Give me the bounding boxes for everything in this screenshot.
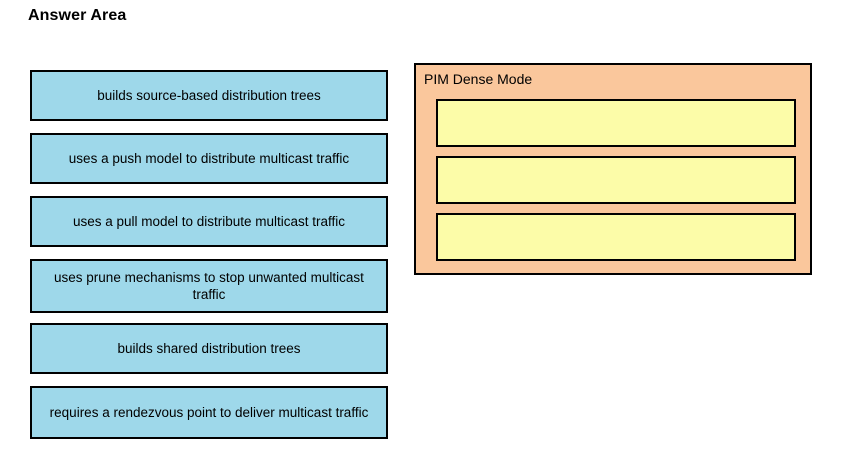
- option-tile-4-label: uses prune mechanisms to stop unwanted m…: [54, 270, 364, 302]
- page-title: Answer Area: [28, 7, 127, 24]
- option-tile-6-label: requires a rendezvous point to deliver m…: [49, 405, 369, 420]
- dropzone-group-pim-dense-mode: PIM Dense Mode: [414, 63, 812, 275]
- dropzone-group-title: PIM Dense Mode: [424, 71, 533, 87]
- option-tile-1-label: builds source-based distribution trees: [97, 88, 321, 103]
- dropzone-slot-2[interactable]: [436, 156, 796, 204]
- option-tile-3-label: uses a pull model to distribute multicas…: [72, 214, 346, 229]
- option-tile-1[interactable]: builds source-based distribution trees: [30, 70, 388, 121]
- option-tile-5[interactable]: builds shared distribution trees: [30, 323, 388, 374]
- option-tile-2[interactable]: uses a push model to distribute multicas…: [30, 133, 388, 184]
- option-tile-6[interactable]: requires a rendezvous point to deliver m…: [30, 386, 388, 439]
- dropzone-slot-3[interactable]: [436, 213, 796, 261]
- option-tile-2-label: uses a push model to distribute multicas…: [68, 151, 350, 166]
- dropzone-slot-1[interactable]: [436, 99, 796, 147]
- option-tile-5-label: builds shared distribution trees: [117, 341, 301, 356]
- option-tile-3[interactable]: uses a pull model to distribute multicas…: [30, 196, 388, 247]
- option-tile-4[interactable]: uses prune mechanisms to stop unwanted m…: [30, 259, 388, 313]
